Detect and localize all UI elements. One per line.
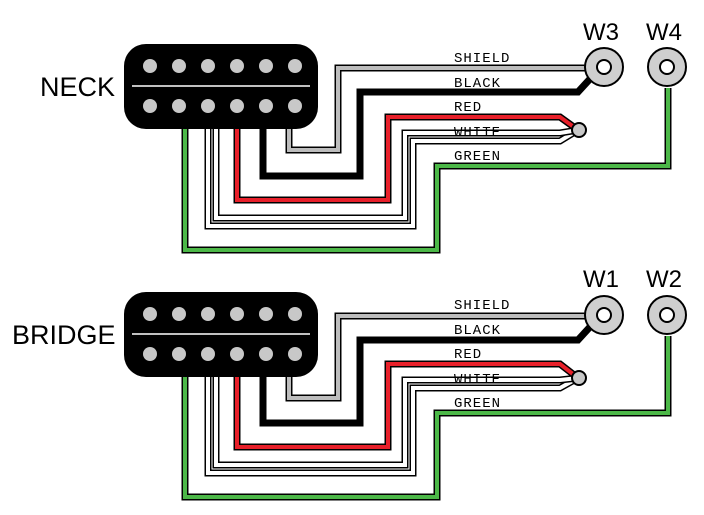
terminal-w3-label: W3 [583, 19, 619, 46]
bridge-pickup-group: BRIDGE W1 W2 SHIELD BLACK RED WHITE GREE… [12, 266, 687, 501]
bridge-pole-pieces [143, 307, 302, 361]
bridge-wire-black [259, 313, 603, 427]
terminal-w4[interactable] [647, 47, 687, 87]
pole-piece [230, 99, 244, 113]
bridge-label-shield: SHIELD [454, 298, 510, 314]
neck-wire-black [259, 65, 603, 180]
bridge-wire-green [181, 336, 672, 501]
pole-piece [201, 307, 215, 321]
pole-piece [143, 347, 157, 361]
bridge-pickup-label: BRIDGE [12, 320, 116, 350]
pole-piece [288, 99, 302, 113]
pole-piece [230, 59, 244, 73]
pole-piece [259, 307, 273, 321]
pole-piece [259, 59, 273, 73]
bridge-label-red: RED [454, 347, 482, 363]
bridge-wire-shield [285, 312, 600, 402]
terminal-w1[interactable] [584, 295, 624, 335]
terminal-w2-label: W2 [646, 266, 682, 293]
bridge-wire-white [204, 373, 580, 477]
bridge-junction-dot [571, 370, 587, 386]
pole-piece [172, 59, 186, 73]
pole-piece [201, 347, 215, 361]
pole-piece [201, 99, 215, 113]
neck-pickup-label: NECK [40, 72, 115, 102]
bridge-label-green: GREEN [454, 396, 501, 412]
bridge-wire-white-2 [212, 373, 579, 469]
neck-wire-green [181, 88, 672, 254]
pole-piece [143, 59, 157, 73]
pole-piece [288, 59, 302, 73]
neck-label-red: RED [454, 100, 482, 116]
neck-wire-shield [285, 64, 600, 154]
pole-piece [143, 307, 157, 321]
pole-piece [172, 347, 186, 361]
terminal-w3[interactable] [584, 47, 624, 87]
neck-pole-pieces [143, 59, 302, 113]
pole-piece [201, 59, 215, 73]
bridge-label-white: WHITE [454, 372, 501, 388]
pole-piece [172, 99, 186, 113]
terminal-w1-label: W1 [583, 266, 619, 293]
terminal-w4-label: W4 [646, 19, 682, 46]
pole-piece [288, 307, 302, 321]
pole-piece [230, 347, 244, 361]
bridge-label-black: BLACK [454, 323, 501, 339]
neck-label-green: GREEN [454, 149, 501, 165]
neck-pickup-group: NECK W3 W4 SHIELD BLACK RED WHITE GREEN [40, 19, 687, 254]
terminal-w2[interactable] [647, 295, 687, 335]
pole-piece [230, 307, 244, 321]
pole-piece [288, 347, 302, 361]
neck-label-white: WHITE [454, 125, 501, 141]
pole-piece [259, 347, 273, 361]
neck-wire-red [233, 113, 581, 204]
neck-wire-white-2 [212, 125, 579, 222]
neck-label-black: BLACK [454, 76, 501, 92]
pole-piece [172, 307, 186, 321]
neck-label-shield: SHIELD [454, 51, 510, 67]
neck-junction-dot [571, 122, 587, 138]
pole-piece [259, 99, 273, 113]
pole-piece [143, 99, 157, 113]
neck-wire-white [204, 125, 580, 230]
bridge-wire-red [233, 360, 581, 451]
